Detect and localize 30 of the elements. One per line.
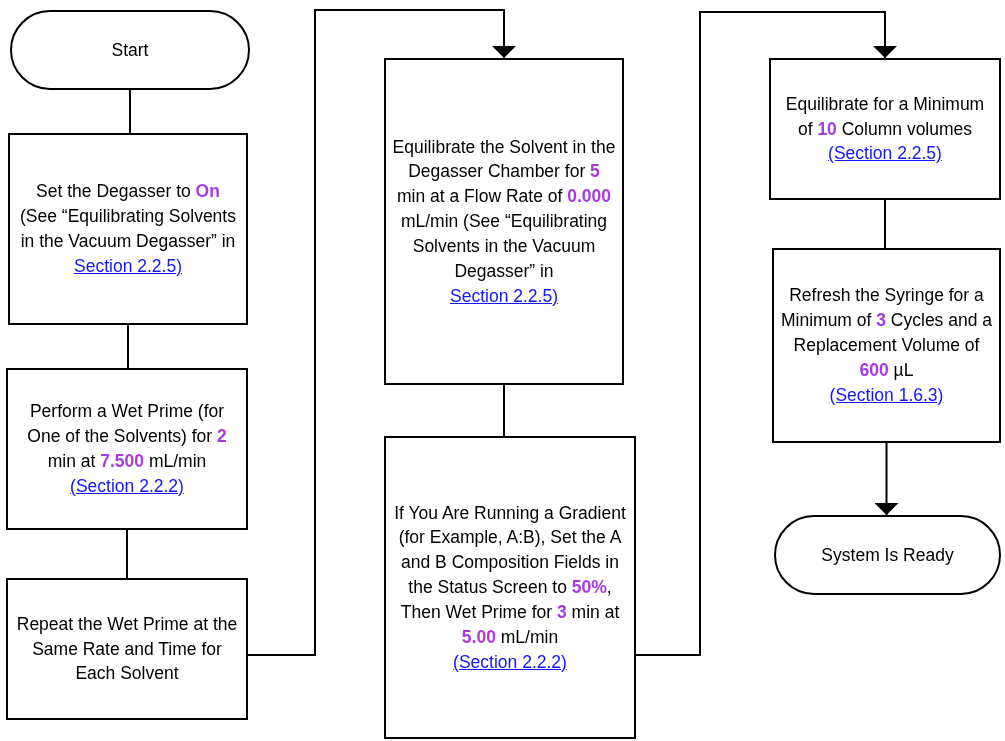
process-box xyxy=(772,248,1001,443)
step-text: Refresh the Syringe for a Minimum of 3 Cycles and a Replacement Volume of 600 µL xyxy=(780,284,993,382)
step-text: Start xyxy=(111,38,149,62)
step-text: Set the Degasser to On (See “Equilibrating Solvents in the Vacuum Degasser” in xyxy=(19,180,237,253)
connector-line xyxy=(503,384,505,437)
arrow xyxy=(874,442,899,516)
section-link: (Section 2.2.5) xyxy=(828,142,942,166)
process-box xyxy=(384,58,624,385)
section-link: Section 2.2.5) xyxy=(450,284,558,308)
connector-line xyxy=(884,199,886,249)
arrow xyxy=(635,11,897,656)
process-box xyxy=(6,578,248,720)
step-text: Equilibrate the Solvent in the Degasser Chamber for 5 min at a Flow Rate of 0.000 mL/min (See “Equilibrating Solvents in the Vacuum Degasser” in xyxy=(392,135,616,283)
step-text: Repeat the Wet Prime at the Same Rate and Time for Each Solvent xyxy=(15,612,239,686)
section-link: (Section 1.6.3) xyxy=(829,383,944,407)
connector-line xyxy=(126,529,128,579)
step-text: Perform a Wet Prime (for One of the Solvents) for 2 min at 7.500 mL/min xyxy=(26,400,228,473)
section-link: Section 2.2.5) xyxy=(74,254,182,278)
connector-line xyxy=(129,89,131,134)
process-box xyxy=(769,58,1001,200)
connector-line xyxy=(127,324,129,369)
process-box xyxy=(384,436,636,739)
step-text: If You Are Running a Gradient (for Example, A:B), Set the A and B Composition Fields in the Status Screen to 50%, Then Wet Prime for 3 min at 5.00 mL/min xyxy=(393,501,627,649)
section-link: (Section 2.2.2) xyxy=(70,474,184,498)
step-text: System Is Ready xyxy=(821,543,954,567)
section-link: (Section 2.2.2) xyxy=(453,650,567,674)
process-box xyxy=(8,133,248,325)
step-text: Equilibrate for a Minimum of 10 Column volumes xyxy=(784,92,986,141)
process-box xyxy=(6,368,248,530)
arrow xyxy=(247,9,516,656)
